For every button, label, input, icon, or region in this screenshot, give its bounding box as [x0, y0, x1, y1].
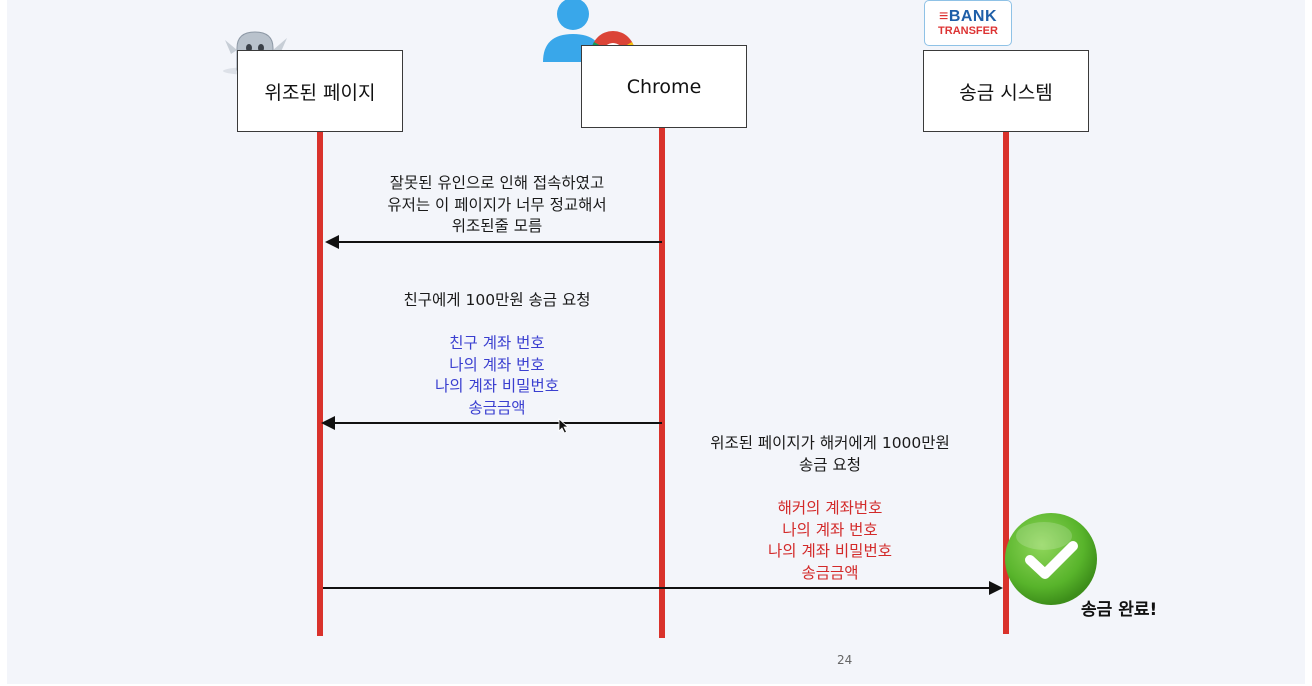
- arrow-chrome-to-forged-page-1: [325, 235, 662, 249]
- lifeline-forged-page: [317, 132, 323, 636]
- message-3-details: 해커의 계좌번호 나의 계좌 번호 나의 계좌 비밀번호 송금금액: [768, 499, 892, 582]
- message-1-text: 잘못된 유인으로 인해 접속하였고 유저는 이 페이지가 너무 정교해서 위조된…: [387, 174, 607, 235]
- bank-transfer-logo: ≡BANK TRANSFER: [924, 0, 1012, 46]
- transfer-complete-label: 송금 완료!: [1081, 600, 1158, 620]
- participant-label: 송금 시스템: [959, 81, 1053, 104]
- arrow-chrome-to-forged-page-2: [321, 416, 662, 430]
- mouse-cursor-icon: [558, 418, 570, 434]
- slide: ≡BANK TRANSFER 위조된 페이지 Chrome 송금 시스템 잘못된…: [7, 0, 1305, 684]
- participant-label: Chrome: [626, 75, 702, 98]
- message-3-text: 위조된 페이지가 해커에게 1000만원 송금 요청: [710, 434, 950, 474]
- check-icon: [1005, 513, 1097, 605]
- participant-transfer-system: 송금 시스템: [923, 50, 1089, 132]
- message-2-details: 친구 계좌 번호 나의 계좌 번호 나의 계좌 비밀번호 송금금액: [435, 334, 559, 417]
- page-number: 24: [837, 653, 853, 667]
- lifeline-transfer-system: [1003, 132, 1009, 634]
- lifeline-chrome: [659, 128, 665, 638]
- arrow-forged-page-to-transfer-system: [323, 581, 1003, 595]
- message-2-title: 친구에게 100만원 송금 요청: [403, 291, 591, 309]
- participant-forged-page: 위조된 페이지: [237, 50, 403, 132]
- participant-chrome: Chrome: [581, 45, 747, 128]
- participant-label: 위조된 페이지: [264, 81, 376, 104]
